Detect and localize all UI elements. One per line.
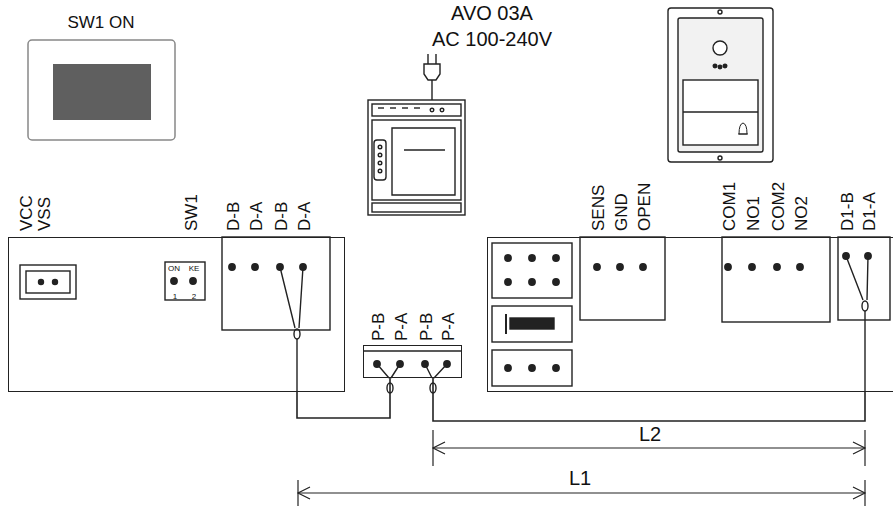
- door-station: [668, 8, 773, 162]
- pin-label: P-A: [393, 313, 410, 341]
- monitor-terminal-board: VCCVSSSW1ONKE12D-BD-AD-BD-A: [8, 237, 345, 392]
- dimension-label: L1: [569, 468, 591, 488]
- pin-label: OPEN: [636, 183, 653, 231]
- monitor-screen: [53, 64, 151, 120]
- device-label: KE: [189, 265, 200, 273]
- device-label: 1: [173, 293, 177, 301]
- pin-label: SENS: [590, 185, 607, 231]
- indoor-monitor: SW1 ON: [28, 40, 175, 140]
- dimension-label: L2: [639, 424, 661, 444]
- pin-label: D-A: [248, 202, 265, 231]
- pin-label: VCC: [18, 195, 35, 231]
- pin-label: VSS: [36, 197, 53, 231]
- pin-label: D1-A: [861, 192, 878, 231]
- dimension-lines: [298, 430, 865, 506]
- cable: [297, 378, 390, 418]
- door-station-board: SENSGNDOPENCOM1NO1COM2NO2D1-BD1-A: [487, 237, 893, 392]
- power-supply: [368, 100, 465, 215]
- pin-label: D-A: [296, 202, 313, 231]
- pin-label: COM2: [770, 182, 787, 231]
- pin-label: D-B: [225, 202, 242, 231]
- pin-label: P-B: [370, 313, 387, 341]
- pin-label: NO2: [793, 196, 810, 231]
- pin-label: NO1: [745, 196, 762, 231]
- pin-label: D-B: [273, 202, 290, 231]
- power-supply: AVO 03AAC 100-240V: [368, 100, 465, 215]
- device-label: 2: [192, 293, 196, 301]
- power-terminal-block: P-BP-AP-BP-A: [363, 345, 462, 378]
- pin-label: GND: [613, 193, 630, 231]
- pin-label: COM1: [721, 182, 738, 231]
- pin-label: P-B: [418, 313, 435, 341]
- device-label: ON: [168, 265, 180, 273]
- pin-label: D1-B: [839, 192, 856, 231]
- monitor-frame: [28, 40, 175, 140]
- device-label: SW1 ON: [67, 14, 134, 31]
- pin-label: SW1: [183, 194, 200, 231]
- device-label: AVO 03A: [451, 3, 533, 23]
- cable: [433, 378, 865, 421]
- device-label: AC 100-240V: [432, 29, 552, 49]
- pin-label: P-A: [440, 313, 457, 341]
